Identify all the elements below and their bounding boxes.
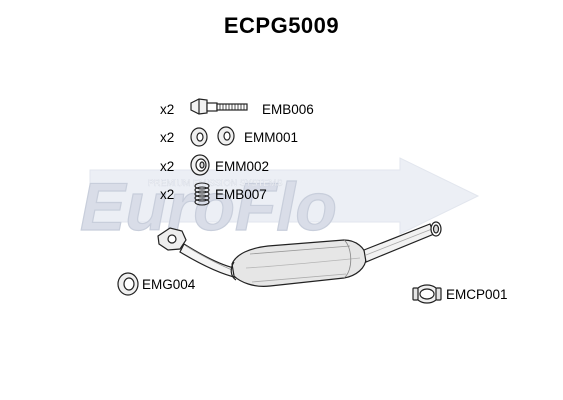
- catalytic-converter-pipe-icon: [157, 221, 442, 287]
- part-code-emb007: EMB007: [215, 187, 267, 202]
- spring-icon: [194, 182, 210, 206]
- part-code-emm001: EMM001: [244, 130, 299, 145]
- watermark-tagline-text: PREMIUM EMISSION SYSTEMS: [148, 178, 283, 188]
- gasket-ring-icon: [117, 272, 139, 296]
- euroflo-watermark-logo: EuroFlo PREMIUM EMISSION SYSTEMS: [79, 157, 480, 246]
- part-code-emb006: EMB006: [262, 102, 314, 117]
- clamp-icon: [412, 284, 442, 304]
- watermark-brand-text: EuroFlo: [80, 169, 337, 245]
- watermark-arrow-icon: [89, 157, 480, 235]
- part-code-emcp001: EMCP001: [446, 287, 508, 302]
- page-title: ECPG5009: [223, 13, 340, 38]
- part-code-emm002: EMM002: [215, 159, 270, 174]
- part-code-emg004: EMG004: [142, 277, 196, 292]
- mounting-rubber-icon: [190, 126, 235, 147]
- part-qty-emm002: x2: [160, 159, 175, 174]
- bolt-icon: [190, 98, 248, 115]
- part-qty-emm001: x2: [160, 130, 175, 145]
- spring-mount-icon: [190, 154, 210, 176]
- part-qty-emb006: x2: [160, 102, 175, 117]
- part-qty-emb007: x2: [160, 187, 175, 202]
